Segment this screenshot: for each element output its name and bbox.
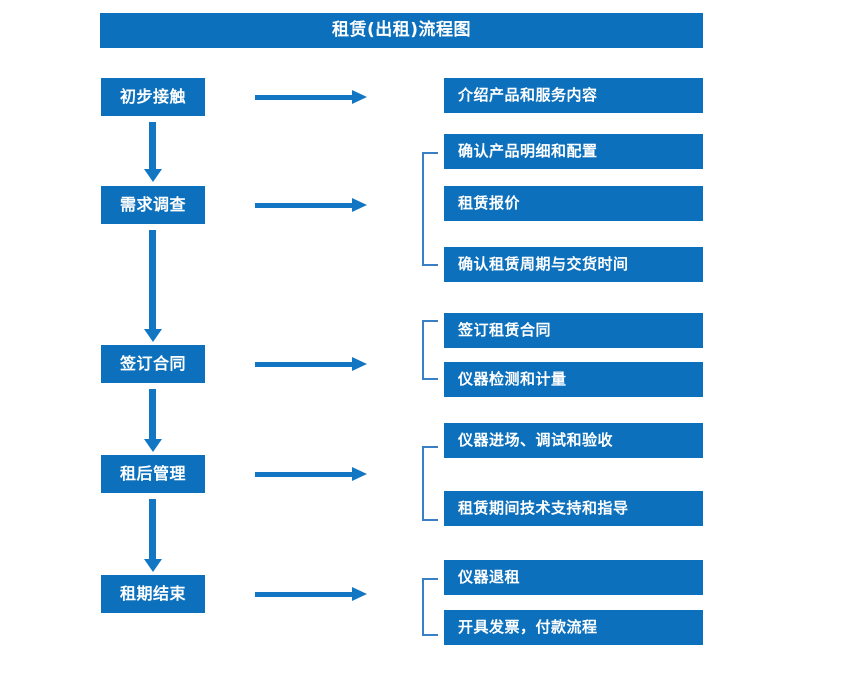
group-bracket-3 bbox=[422, 320, 438, 380]
detail-box-7[interactable]: 仪器进场、调试和验收 bbox=[444, 423, 703, 458]
vertical-arrow-2-to-3 bbox=[144, 230, 162, 342]
stage-box-1[interactable]: 初步接触 bbox=[101, 78, 205, 116]
stage-box-4[interactable]: 租后管理 bbox=[101, 455, 205, 493]
group-bracket-2 bbox=[422, 152, 438, 266]
horizontal-arrow-1 bbox=[255, 90, 367, 104]
detail-box-6[interactable]: 仪器检测和计量 bbox=[444, 362, 703, 397]
horizontal-arrow-3 bbox=[255, 357, 367, 371]
detail-box-4[interactable]: 确认租赁周期与交货时间 bbox=[444, 247, 703, 282]
detail-box-3[interactable]: 租赁报价 bbox=[444, 186, 703, 221]
horizontal-arrow-5 bbox=[255, 587, 367, 601]
page-title: 租赁(出租)流程图 bbox=[100, 13, 703, 48]
detail-box-9[interactable]: 仪器退租 bbox=[444, 560, 703, 595]
vertical-arrow-3-to-4 bbox=[144, 389, 162, 452]
vertical-arrow-1-to-2 bbox=[144, 122, 162, 182]
stage-box-2[interactable]: 需求调查 bbox=[101, 186, 205, 224]
detail-box-1[interactable]: 介绍产品和服务内容 bbox=[444, 78, 703, 113]
horizontal-arrow-2 bbox=[255, 198, 367, 212]
detail-box-2[interactable]: 确认产品明细和配置 bbox=[444, 134, 703, 169]
detail-box-5[interactable]: 签订租赁合同 bbox=[444, 313, 703, 348]
stage-box-5[interactable]: 租期结束 bbox=[101, 575, 205, 613]
detail-box-8[interactable]: 租赁期间技术支持和指导 bbox=[444, 491, 703, 526]
group-bracket-4 bbox=[422, 446, 438, 521]
detail-box-10[interactable]: 开具发票，付款流程 bbox=[444, 610, 703, 645]
stage-box-3[interactable]: 签订合同 bbox=[101, 345, 205, 383]
horizontal-arrow-4 bbox=[255, 467, 367, 481]
vertical-arrow-4-to-5 bbox=[144, 499, 162, 572]
group-bracket-5 bbox=[422, 578, 438, 636]
